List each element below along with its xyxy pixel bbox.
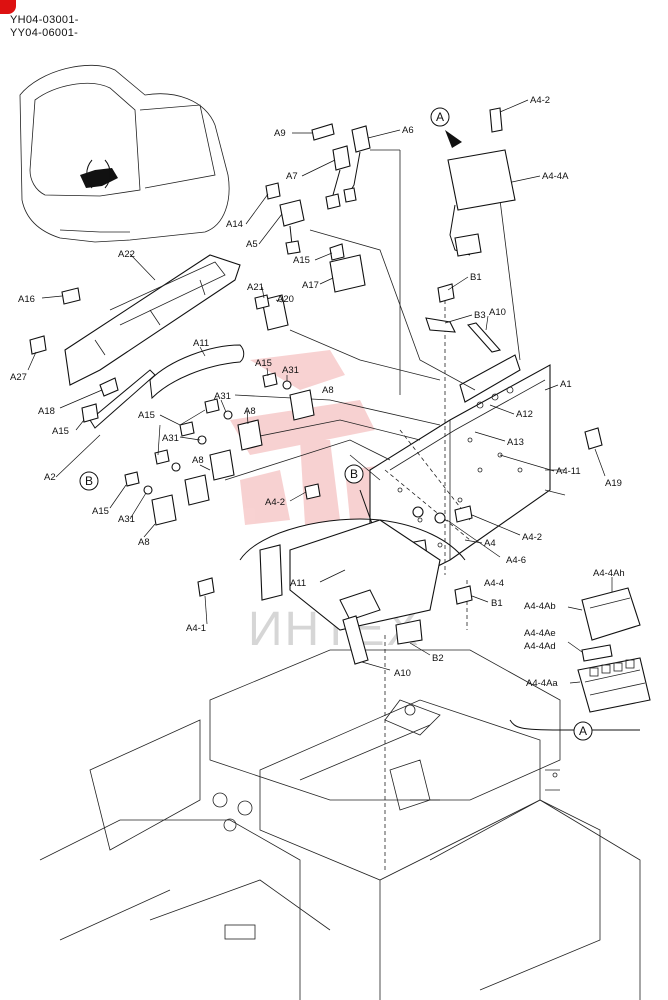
label-a4-4ab: A4-4Ab: [524, 601, 556, 612]
callout-a-bottom: A: [573, 721, 593, 741]
label-a4-1: A4-1: [186, 623, 206, 634]
detail-a-inset: [509, 587, 651, 731]
label-b2: B2: [432, 653, 444, 664]
label-a1: A1: [560, 379, 572, 390]
label-a4-2-right: A4-2: [522, 532, 542, 543]
label-a15-2: A15: [255, 358, 272, 369]
label-a31-3: A31: [162, 433, 179, 444]
corner-badge: [0, 0, 16, 14]
label-a31-4: A31: [118, 514, 135, 525]
label-a4-6: A4-6: [506, 555, 526, 566]
machine-floor-frame: [39, 649, 641, 1000]
label-a20: A20: [277, 294, 294, 305]
label-a11-top: A11: [193, 338, 209, 349]
label-a2: A2: [44, 472, 56, 483]
components-left: [29, 254, 603, 665]
label-a4-4ah: A4-4Ah: [593, 568, 625, 579]
model-code-line-2: YY04-06001-: [10, 27, 79, 39]
label-a31-1: A31: [282, 365, 299, 376]
label-a8-4: A8: [138, 537, 150, 548]
label-a4-4ae: A4-4Ae: [524, 628, 556, 639]
label-a4-4: A4-4: [484, 578, 504, 589]
label-a10-top: A10: [489, 307, 506, 318]
label-a22: A22: [118, 249, 135, 260]
label-a14: A14: [226, 219, 243, 230]
label-a27: A27: [10, 372, 27, 383]
label-a17: A17: [302, 280, 319, 291]
label-a4-2-mid: A4-2: [265, 497, 285, 508]
leader-lines: [27, 99, 613, 684]
label-a16: A16: [18, 294, 35, 305]
label-a5: A5: [246, 239, 258, 250]
label-a18: A18: [38, 406, 55, 417]
label-a12: A12: [516, 409, 533, 420]
label-a15-4: A15: [138, 410, 155, 421]
label-a4-4aa: A4-4Aa: [526, 678, 558, 689]
label-a7: A7: [286, 171, 298, 182]
label-a4-4ad: A4-4Ad: [524, 641, 556, 652]
label-a8-1: A8: [322, 385, 334, 396]
model-code-line-1: YH04-03001-: [10, 14, 79, 26]
components-upper: [265, 107, 516, 293]
callout-b-mid: B: [344, 464, 364, 484]
label-a31-2: A31: [214, 391, 231, 402]
label-a4-11: A4-11: [556, 466, 581, 477]
label-b1-top: B1: [470, 272, 482, 283]
label-a8-3: A8: [192, 455, 204, 466]
label-a9: A9: [274, 128, 286, 139]
label-a4-2-top: A4-2: [530, 95, 550, 106]
callout-a-bottom-letter: A: [579, 724, 587, 738]
label-b3: B3: [474, 310, 486, 321]
label-a4: A4: [484, 538, 496, 549]
label-a11-bot: A11: [290, 578, 306, 589]
label-a15-3: A15: [52, 426, 69, 437]
label-a6: A6: [402, 125, 414, 136]
bracket-a1: [369, 354, 566, 601]
callout-a-top: A: [430, 107, 450, 127]
label-a8-2: A8: [244, 406, 256, 417]
routing-lines: [224, 149, 521, 870]
label-a19: A19: [605, 478, 622, 489]
callout-a-top-letter: A: [436, 110, 444, 124]
label-a15-1: A15: [293, 255, 310, 266]
label-a10-bot: A10: [394, 668, 411, 679]
callout-b-mid-letter: B: [350, 467, 358, 481]
label-a15-5: A15: [92, 506, 109, 517]
machine-cab-view: [19, 64, 230, 243]
label-a13: A13: [507, 437, 524, 448]
part-labels: A4-2 A9 A6 A4-4A A7 A14 A5 A15 A22 A17 B…: [10, 95, 625, 689]
callout-b-left-letter: B: [85, 474, 93, 488]
label-b1-bot: B1: [491, 598, 503, 609]
label-a21: A21: [247, 282, 264, 293]
callout-b-left: B: [79, 471, 99, 491]
label-a4-4a: A4-4A: [542, 171, 569, 182]
harness-a4: [239, 489, 466, 631]
